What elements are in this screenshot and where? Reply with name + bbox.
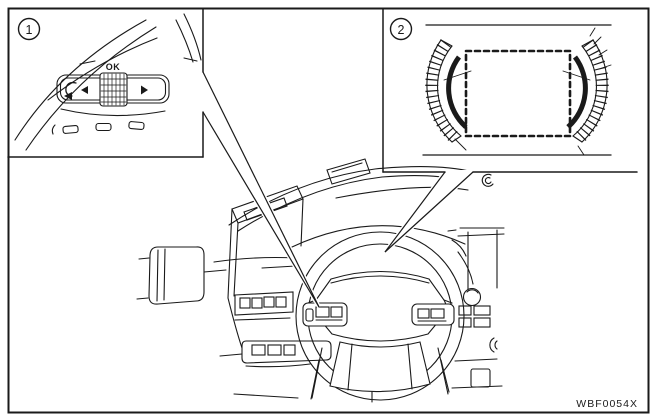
ok-button (99, 72, 128, 107)
lower-cubby (470, 368, 491, 388)
dash-speaker-grille (326, 158, 371, 185)
start-button (462, 287, 482, 307)
steering-wheel (295, 231, 465, 403)
inset2-cluster-detail: 2 (382, 8, 638, 173)
side-air-vent (148, 246, 205, 305)
tachometer-arc-icon (425, 39, 472, 151)
switch-bank (234, 291, 294, 316)
knee-panel (241, 340, 332, 364)
tachometer-thick-arc (446, 55, 468, 129)
speedometer-arc-icon (562, 27, 612, 156)
leader-line-1 (201, 71, 321, 309)
speedometer-thick-arc (566, 55, 588, 129)
figure-code-label: WBF0054X (576, 398, 638, 410)
switch-bar-trim (51, 108, 166, 135)
leader-line-2 (383, 170, 479, 254)
ok-grid-key-icon (100, 73, 127, 106)
dashboard-drawing (136, 158, 505, 403)
switch-bar: OK (56, 62, 170, 107)
back-button (64, 81, 88, 100)
speedometer-needle (562, 70, 591, 81)
wheel-outer-rim (295, 231, 465, 401)
callout-2-badge: 2 (389, 17, 413, 41)
lower-spoke (329, 341, 431, 393)
cluster-binnacle-arc (291, 225, 466, 248)
left-triangle-icon (81, 86, 88, 94)
dashed-display-outline (464, 49, 572, 138)
ok-button-label: OK (106, 62, 121, 72)
callout-2-number: 2 (398, 23, 405, 37)
dash-right-section (447, 227, 505, 389)
figure-frame-border (7, 7, 650, 414)
spoke-contour-curves (14, 13, 202, 151)
inset1-switch-detail: 1 (7, 8, 204, 158)
callout-1-number: 1 (26, 23, 33, 37)
callout-1-badge: 1 (17, 17, 41, 41)
right-triangle-icon (141, 85, 148, 95)
dash-left-section (136, 185, 332, 399)
